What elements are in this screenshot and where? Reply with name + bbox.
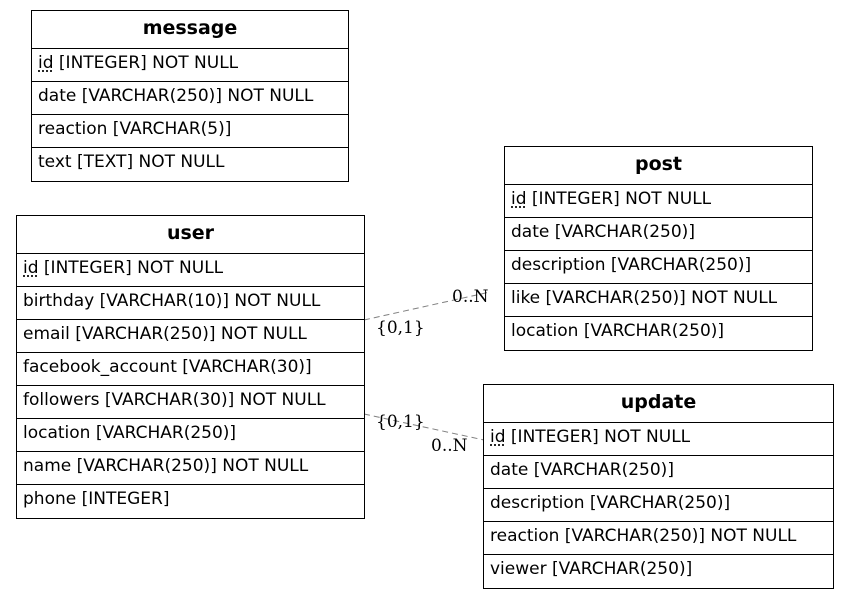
relationship-line-user-post: [363, 291, 491, 321]
column-row: text [TEXT] NOT NULL: [38, 152, 225, 172]
column-row: id [INTEGER] NOT NULL: [17, 254, 364, 287]
column-row: date [VARCHAR(250)]: [505, 218, 812, 251]
entity-title: update: [484, 385, 833, 423]
entity-title: user: [17, 216, 364, 254]
column-row: location [VARCHAR(250)]: [511, 321, 725, 341]
entity-post[interactable]: post id [INTEGER] NOT NULL date [VARCHAR…: [504, 146, 813, 351]
column-row: phone [INTEGER]: [23, 489, 170, 509]
entity-update[interactable]: update id [INTEGER] NOT NULL date [VARCH…: [483, 384, 834, 589]
cardinality-user-post-to: 0..N: [452, 287, 489, 307]
column-row: reaction [VARCHAR(250)] NOT NULL: [484, 522, 833, 555]
column-row: email [VARCHAR(250)] NOT NULL: [17, 320, 364, 353]
cardinality-user-update-from: {0,1}: [376, 412, 425, 432]
column-row: like [VARCHAR(250)] NOT NULL: [505, 284, 812, 317]
column-row: id [INTEGER] NOT NULL: [32, 49, 348, 82]
column-row: description [VARCHAR(250)]: [484, 489, 833, 522]
column-row: birthday [VARCHAR(10)] NOT NULL: [17, 287, 364, 320]
column-row: facebook_account [VARCHAR(30)]: [17, 353, 364, 386]
cardinality-user-update-to: 0..N: [431, 436, 468, 456]
column-row: viewer [VARCHAR(250)]: [490, 559, 693, 579]
column-row: followers [VARCHAR(30)] NOT NULL: [17, 386, 364, 419]
primary-key: id: [38, 53, 54, 73]
column-row: location [VARCHAR(250)]: [17, 419, 364, 452]
column-row: name [VARCHAR(250)] NOT NULL: [17, 452, 364, 485]
column-row: id [INTEGER] NOT NULL: [505, 185, 812, 218]
entity-user[interactable]: user id [INTEGER] NOT NULL birthday [VAR…: [16, 215, 365, 519]
entity-title: message: [32, 11, 348, 49]
entity-title: post: [505, 147, 812, 185]
column-row: id [INTEGER] NOT NULL: [484, 423, 833, 456]
primary-key: id: [23, 258, 39, 278]
column-row: date [VARCHAR(250)]: [484, 456, 833, 489]
primary-key: id: [490, 427, 506, 447]
cardinality-user-post-from: {0,1}: [376, 318, 425, 338]
column-row: reaction [VARCHAR(5)]: [32, 115, 348, 148]
column-row: date [VARCHAR(250)] NOT NULL: [32, 82, 348, 115]
column-row: description [VARCHAR(250)]: [505, 251, 812, 284]
relationship-line-user-update: [363, 413, 485, 441]
primary-key: id: [511, 189, 527, 209]
entity-message[interactable]: message id [INTEGER] NOT NULL date [VARC…: [31, 10, 349, 182]
